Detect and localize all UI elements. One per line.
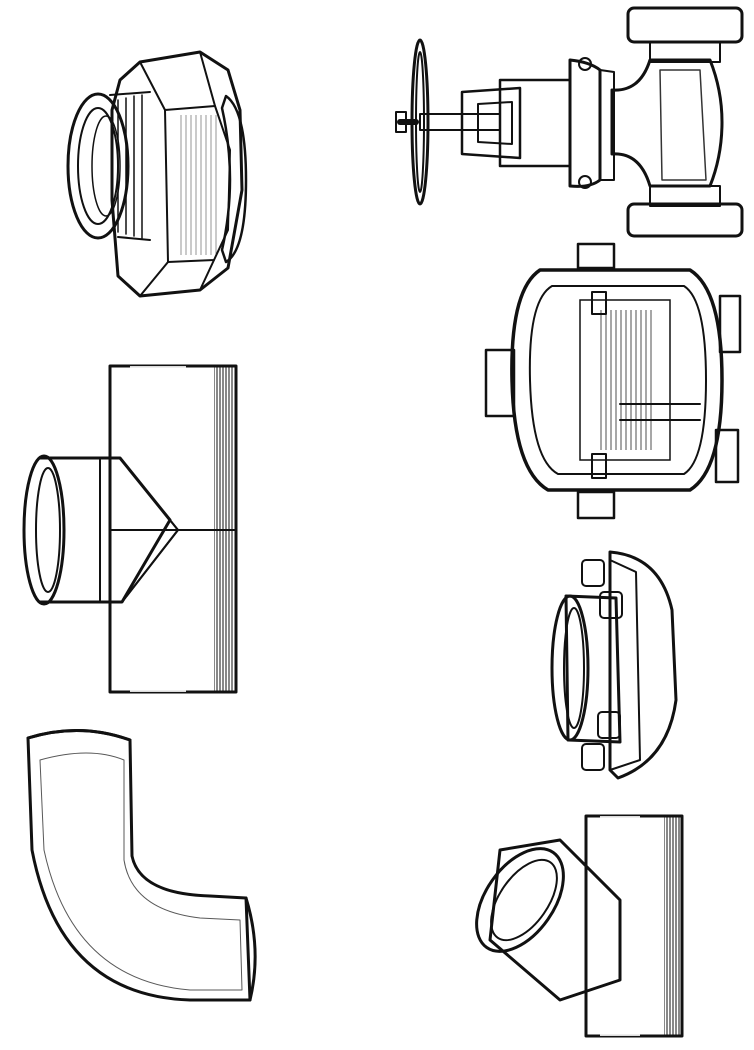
union-fitting-icon [66,50,248,298]
cross-fitting-icon [484,242,742,520]
wye-fitting-icon [475,814,684,1038]
tee-fitting-icon [22,364,238,694]
elbow-icon [26,728,257,1002]
valve-icon [395,6,744,238]
flange-icon [550,550,678,780]
